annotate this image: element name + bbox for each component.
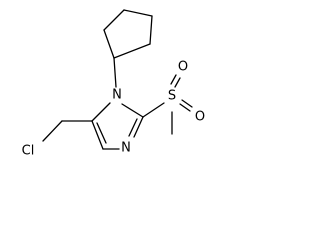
atom-label-o1: O	[178, 60, 188, 75]
bond-s-o1	[174, 77, 181, 88]
bond-s-o2-double	[181, 99, 193, 108]
cyclopentyl-ring	[103, 9, 153, 59]
bond-c2-n3	[133, 116, 144, 138]
bond-cp2-cp3	[103, 9, 125, 31]
bond-cp5-cp1	[113, 43, 151, 59]
atom-label-s: S	[168, 89, 176, 104]
bond-cp4-cp5	[149, 15, 153, 45]
bond-cp1-cp2	[103, 29, 115, 59]
bond-c2-n3-double	[128, 118, 138, 137]
imidazole-ring	[91, 102, 144, 150]
bond-c4-c5	[91, 120, 104, 150]
bond-cp3-cp4	[123, 9, 153, 17]
bond-ch2-cl	[42, 120, 63, 142]
atom-label-o2: O	[195, 110, 205, 125]
atom-label-n1: N	[112, 88, 122, 103]
bond-c4-c5-double	[96, 122, 107, 144]
bond-s-o2	[179, 103, 191, 112]
bond-cp1-n1	[113, 57, 117, 88]
bond-c2-s	[142, 102, 165, 118]
bond-n1-c2	[121, 103, 144, 118]
bond-c5-n1	[91, 102, 111, 122]
bond-s-o1-double	[170, 74, 177, 85]
atom-label-n3: N	[121, 141, 131, 156]
atom-label-cl: Cl	[22, 144, 35, 159]
chemical-structure-diagram: N N S O O Cl	[22, 9, 205, 159]
